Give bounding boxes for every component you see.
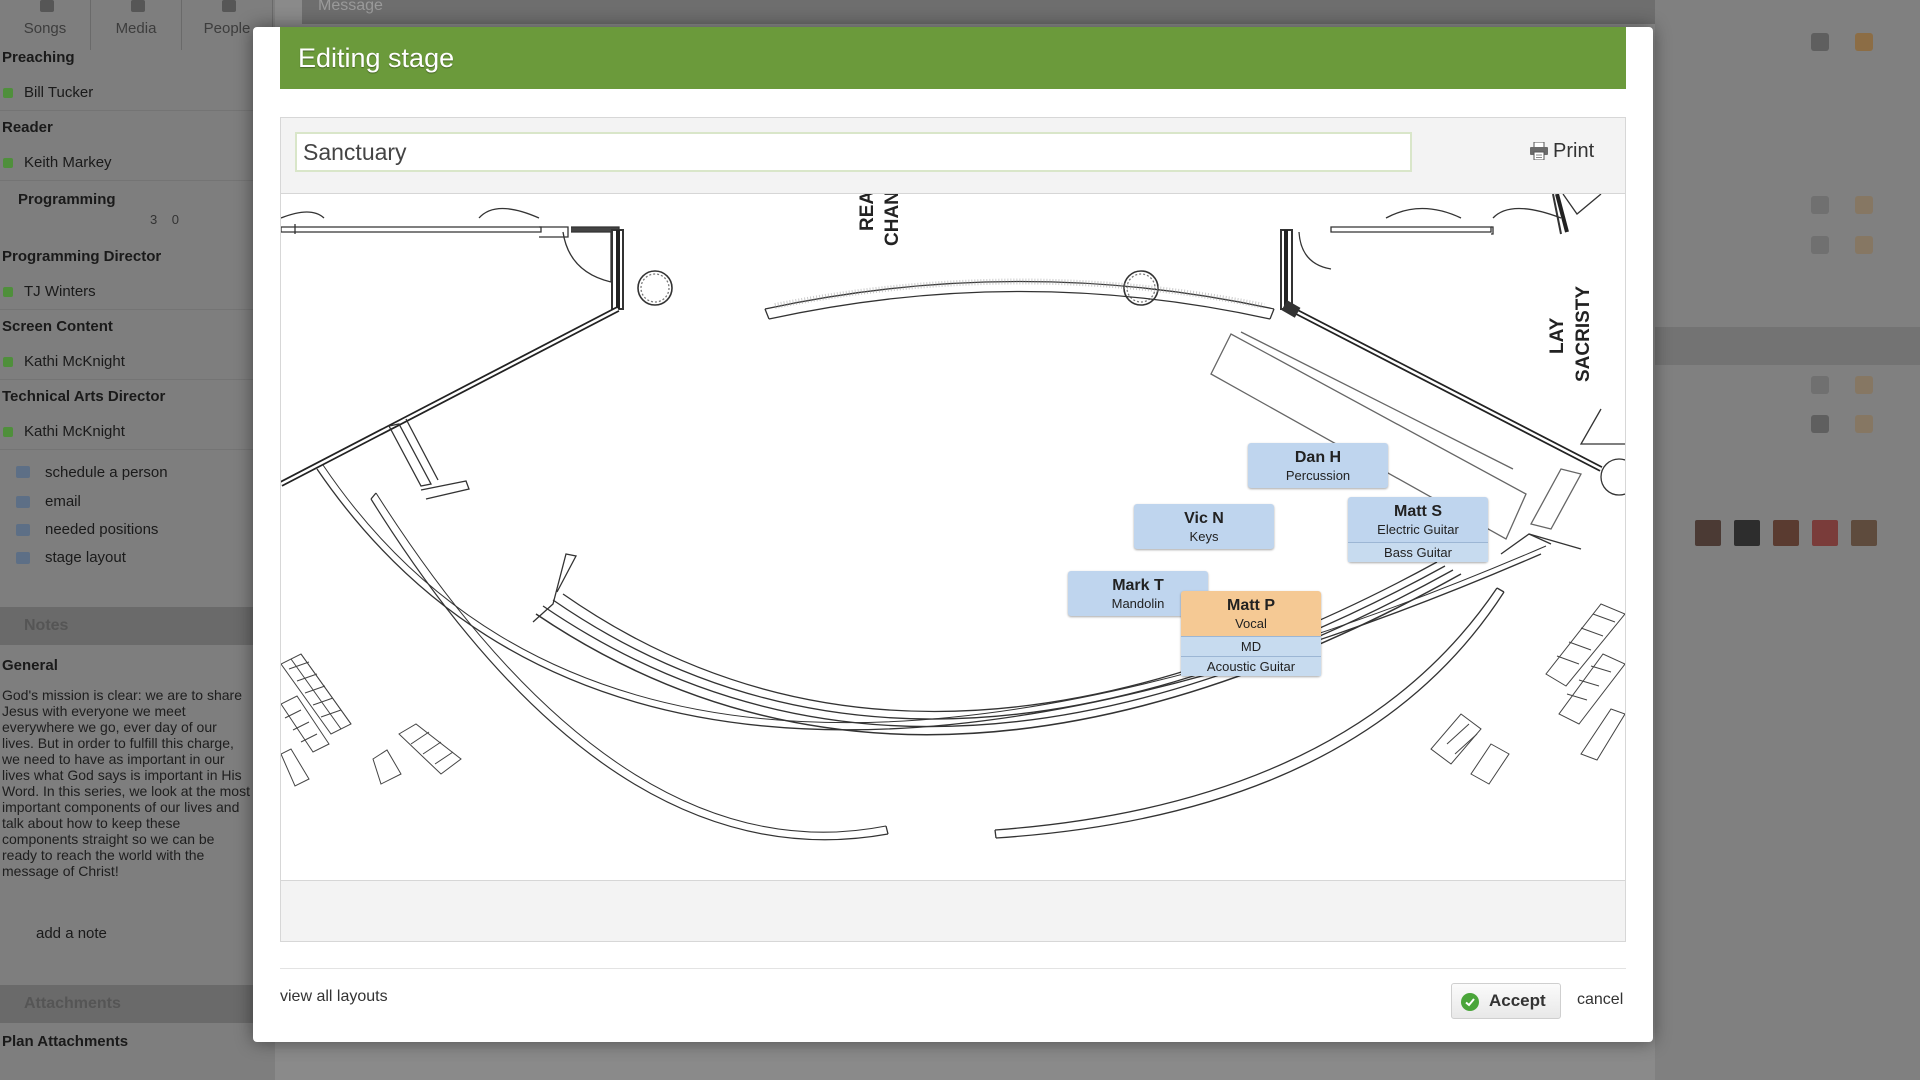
nav-tab-people[interactable]: People bbox=[182, 0, 273, 50]
count-badge bbox=[1811, 415, 1829, 433]
section-programming[interactable]: Programming 3 0 bbox=[0, 182, 275, 227]
person-icon bbox=[222, 0, 236, 12]
person-row[interactable]: Kathi McKnight bbox=[0, 344, 275, 380]
avatar[interactable] bbox=[1773, 520, 1799, 546]
checkbox-icon bbox=[3, 287, 13, 297]
count-badge bbox=[1855, 196, 1873, 214]
floorplan-drawing: REA CHAN LAY SACRISTY bbox=[281, 194, 1625, 841]
plan-right-panel bbox=[1655, 0, 1920, 1080]
avatar[interactable] bbox=[1695, 520, 1721, 546]
section-heading: Screen Content bbox=[2, 318, 113, 335]
count-badge bbox=[1855, 415, 1873, 433]
floorplan-label-sacristy: SACRISTY bbox=[1573, 286, 1594, 382]
person-row[interactable]: TJ Winters bbox=[0, 274, 275, 310]
message-top-bar: Message bbox=[302, 0, 1882, 24]
accept-button[interactable]: Accept bbox=[1451, 983, 1561, 1019]
layout-name-input[interactable] bbox=[295, 132, 1412, 172]
stage-layout-link[interactable]: stage layout bbox=[0, 544, 275, 572]
attachments-body: Plan Attachments bbox=[0, 1024, 275, 1059]
nav-tab-media[interactable]: Media bbox=[91, 0, 182, 50]
attachments-section-header[interactable]: Attachments bbox=[0, 985, 275, 1023]
stage-canvas[interactable]: REA CHAN LAY SACRISTY Dan H Percussion V… bbox=[281, 193, 1625, 881]
person-row[interactable]: Keith Markey bbox=[0, 145, 275, 181]
music-note-icon bbox=[40, 0, 54, 12]
right-panel-band bbox=[1655, 327, 1920, 365]
view-all-layouts-link[interactable]: view all layouts bbox=[280, 988, 388, 1005]
checkbox-icon bbox=[3, 158, 13, 168]
floorplan-label-chan: CHAN bbox=[882, 194, 903, 246]
cancel-link[interactable]: cancel bbox=[1577, 991, 1624, 1008]
printer-icon bbox=[1530, 142, 1548, 160]
add-note-link[interactable]: add a note bbox=[36, 925, 107, 942]
avatar[interactable] bbox=[1812, 520, 1838, 546]
needed-positions-link[interactable]: needed positions bbox=[0, 516, 275, 544]
plan-sidebar: Songs Media People Preaching Bill Tucker… bbox=[0, 0, 275, 1080]
floorplan-label-rea: REA bbox=[857, 194, 878, 231]
section-heading: Programming Director bbox=[2, 248, 162, 265]
check-circle-icon bbox=[1461, 993, 1479, 1011]
section-technical-arts-director: Technical Arts Director Kathi McKnight bbox=[0, 379, 275, 450]
section-heading: Reader bbox=[2, 119, 53, 136]
checkbox-icon bbox=[3, 427, 13, 437]
calendar-icon bbox=[16, 466, 30, 478]
attachments-subheading: Plan Attachments bbox=[2, 1033, 129, 1050]
count-badge bbox=[1855, 236, 1873, 254]
modal-title: Editing stage bbox=[280, 27, 1626, 89]
envelope-icon bbox=[16, 496, 30, 508]
stage-tile-vic-n[interactable]: Vic N Keys bbox=[1134, 504, 1274, 549]
checkbox-icon bbox=[3, 88, 13, 98]
section-heading: Technical Arts Director bbox=[2, 388, 166, 405]
floorplan-label-lay: LAY bbox=[1547, 317, 1568, 354]
count-badge bbox=[1811, 236, 1829, 254]
stage-editor: Print bbox=[280, 117, 1626, 942]
section-programming-director: Programming Director TJ Winters bbox=[0, 239, 275, 310]
notes-subheading: General bbox=[2, 657, 58, 674]
section-preaching: Preaching Bill Tucker bbox=[0, 40, 275, 111]
section-screen-content: Screen Content Kathi McKnight bbox=[0, 309, 275, 380]
person-icon bbox=[16, 524, 30, 536]
stage-tile-matt-s[interactable]: Matt S Electric Guitar Bass Guitar bbox=[1348, 497, 1488, 562]
checkbox-icon bbox=[3, 357, 13, 367]
person-row[interactable]: Kathi McKnight bbox=[0, 414, 275, 450]
media-icon bbox=[131, 0, 145, 12]
count-badge bbox=[1855, 33, 1873, 51]
notes-body: General God's mission is clear: we are t… bbox=[0, 648, 275, 879]
avatar[interactable] bbox=[1851, 520, 1877, 546]
section-reader: Reader Keith Markey bbox=[0, 110, 275, 181]
count-badge bbox=[1811, 196, 1829, 214]
section-heading: Programming bbox=[18, 191, 116, 208]
sidebar-links: schedule a person email needed positions… bbox=[0, 458, 275, 572]
email-link[interactable]: email bbox=[0, 488, 275, 516]
count-badge bbox=[1811, 33, 1829, 51]
notes-text: God's mission is clear: we are to share … bbox=[2, 687, 250, 879]
section-heading: Preaching bbox=[2, 49, 75, 66]
footer-divider bbox=[280, 968, 1626, 969]
notes-section-header[interactable]: Notes bbox=[0, 607, 275, 645]
top-nav: Songs Media People bbox=[0, 0, 275, 50]
avatar[interactable] bbox=[1734, 520, 1760, 546]
stage-tile-dan-h[interactable]: Dan H Percussion bbox=[1248, 443, 1388, 488]
count-badge bbox=[1855, 376, 1873, 394]
schedule-person-link[interactable]: schedule a person bbox=[0, 458, 275, 488]
stage-tile-matt-p[interactable]: Matt P Vocal MD Acoustic Guitar bbox=[1181, 591, 1321, 676]
editing-stage-modal: Editing stage Print bbox=[253, 27, 1653, 1042]
layout-icon bbox=[16, 552, 30, 564]
person-row[interactable]: Bill Tucker bbox=[0, 75, 275, 111]
nav-tab-songs[interactable]: Songs bbox=[0, 0, 91, 50]
print-button[interactable]: Print bbox=[1529, 136, 1594, 166]
programming-counts: 3 0 bbox=[150, 212, 179, 227]
count-badge bbox=[1811, 376, 1829, 394]
